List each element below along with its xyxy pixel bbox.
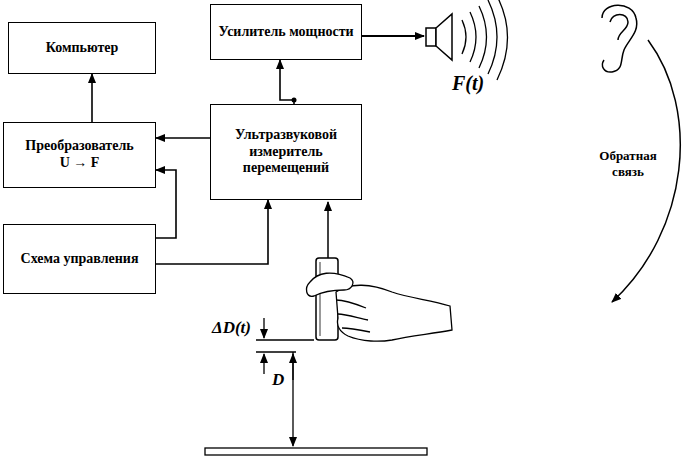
sensor-line xyxy=(320,262,321,336)
sound-waves xyxy=(462,0,508,80)
connector xyxy=(91,74,93,122)
computer-box: Компьютер xyxy=(8,22,156,74)
hand xyxy=(307,273,452,341)
sensor-line xyxy=(327,202,329,258)
ear xyxy=(602,5,637,72)
reflector-plate xyxy=(205,448,427,455)
control-box: Схема управления xyxy=(3,224,156,294)
signal-label: F(t) xyxy=(452,72,484,95)
converter-box: ПреобразовательU → F xyxy=(3,122,156,188)
dimension xyxy=(256,318,314,446)
box-text: Усилитель мощности xyxy=(218,24,353,41)
box-text: Схема управления xyxy=(21,251,139,268)
signal-line xyxy=(362,35,424,37)
amplifier-box: Усилитель мощности xyxy=(210,4,362,60)
measuring-box: Ультразвуковой измеритель перемещений xyxy=(210,104,362,200)
box-text: Компьютер xyxy=(46,40,119,57)
connector xyxy=(156,200,268,264)
speaker-cone xyxy=(436,14,452,60)
box-text: Преобразователь xyxy=(25,138,133,155)
box-text: Ультразвуковой измеритель перемещений xyxy=(217,127,355,177)
dimension-label: ΔD(t) xyxy=(212,318,251,338)
junction-dot xyxy=(292,98,297,103)
feedback-label: Обратная связь xyxy=(588,148,668,181)
connector xyxy=(156,170,176,238)
dimension-label: D xyxy=(272,370,284,390)
connector xyxy=(156,137,210,139)
speaker-magnet xyxy=(426,28,436,46)
sensor-body xyxy=(316,258,338,340)
box-text: U → F xyxy=(60,155,100,172)
